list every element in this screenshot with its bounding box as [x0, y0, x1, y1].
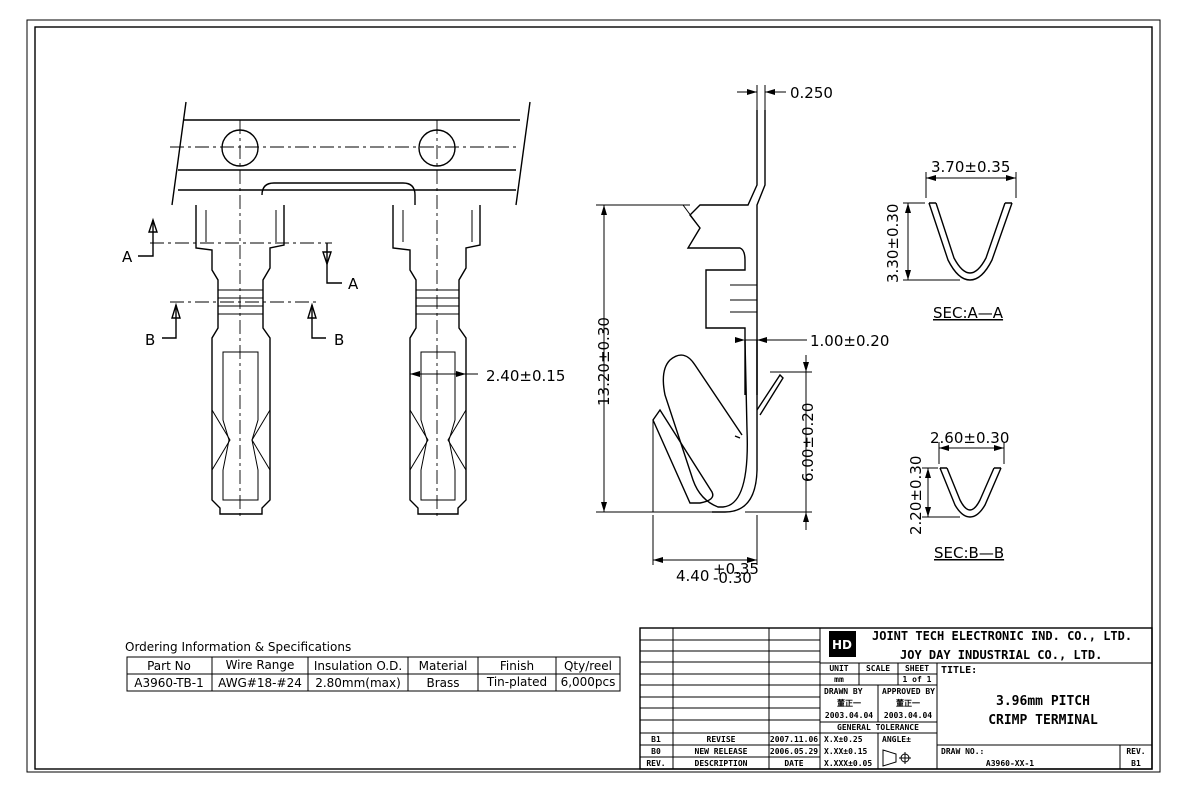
dim-thickness: 0.250: [790, 84, 833, 102]
section-a-mark-left: A: [122, 248, 133, 266]
revision-row-2-rev: B0: [651, 747, 661, 756]
ordering-table: Ordering Information & Specifications Pa…: [125, 640, 621, 692]
ordering-heading: Ordering Information & Specifications: [125, 640, 351, 654]
inner-border: [34, 26, 1153, 770]
sec-bb-label: SEC:B—B: [934, 544, 1004, 562]
approved-by-name: 董正一: [896, 698, 920, 708]
ordering-header-wire-range: Wire Range: [226, 658, 295, 672]
draw-no-label: DRAW NO.:: [941, 747, 984, 756]
dim-base-width: 4.40: [676, 567, 709, 585]
company-name-2: JOY DAY INDUSTRIAL CO., LTD.: [900, 648, 1102, 662]
ordering-cell-material: Brass: [426, 676, 459, 690]
section-bb: 2.60±0.30 2.20±0.30 SEC:B—B: [907, 429, 1009, 562]
revision-row-2-desc: NEW RELEASE: [695, 747, 748, 756]
side-view: 0.250 13.20±0.30 1.00±0.20 6.00±0.20 4.4…: [595, 84, 889, 587]
section-a-mark-right: A: [348, 275, 359, 293]
drawn-by-name: 董正一: [837, 698, 861, 708]
approved-by-label: APPROVED BY: [882, 687, 935, 696]
general-tolerance-label: GENERAL TOLERANCE: [837, 723, 919, 732]
rev-value: B1: [1131, 759, 1141, 768]
projection-symbol-icon: [882, 749, 911, 767]
dim-spring-gap: 1.00±0.20: [810, 332, 889, 350]
dim-base-tol-plus: +0.35: [713, 560, 759, 578]
ordering-cell-part-no: A3960-TB-1: [134, 676, 204, 690]
ordering-header-finish: Finish: [500, 659, 534, 673]
company-logo-text: HD: [832, 638, 852, 652]
unit-label: UNIT: [829, 664, 848, 673]
revision-row-1-date: 2007.11.06: [770, 735, 818, 744]
top-view: A A B B 2.40±0.15: [122, 101, 565, 520]
dim-base-tol-minus: -0.30: [713, 569, 752, 587]
revision-header-rev: REV.: [646, 759, 665, 768]
ordering-cell-wire-range: AWG#18-#24: [218, 676, 302, 690]
ordering-cell-finish: Tin-plated: [486, 675, 547, 689]
title-label: TITLE:: [941, 665, 977, 676]
company-logo: [829, 631, 856, 657]
sheet-value: 1 of 1: [903, 675, 932, 684]
section-aa: 3.70±0.35 3.30±0.30 SEC:A—A: [884, 158, 1017, 322]
scale-label: SCALE: [866, 664, 890, 673]
title-block: HD JOINT TECH ELECTRONIC IND. CO., LTD. …: [639, 627, 1153, 770]
sheet-label: SHEET: [905, 664, 929, 673]
revision-header-date: DATE: [784, 759, 803, 768]
revision-row-1-rev: B1: [651, 735, 661, 744]
dim-sec-aa-width: 3.70±0.35: [931, 158, 1010, 176]
dim-sec-bb-width: 2.60±0.30: [930, 429, 1009, 447]
dim-total-length: 13.20±0.30: [595, 317, 613, 406]
angle-label: ANGLE±: [882, 735, 911, 744]
drawn-by-label: DRAWN BY: [824, 687, 863, 696]
tolerance-2: X.XX±0.15: [824, 747, 868, 756]
revision-row-2-date: 2006.05.29: [770, 747, 818, 756]
title-line-1: 3.96mm PITCH: [996, 694, 1090, 709]
ordering-header-part-no: Part No: [147, 659, 191, 673]
ordering-header-insulation: Insulation O.D.: [314, 659, 402, 673]
dim-sec-bb-height: 2.20±0.30: [907, 456, 925, 535]
terminal-left: [195, 205, 285, 515]
draw-no-value: A3960-XX-1: [986, 759, 1034, 768]
section-b-mark-left: B: [145, 331, 155, 349]
terminal-right: [392, 205, 481, 515]
dim-sec-aa-height: 3.30±0.30: [884, 204, 902, 283]
outer-border: [26, 19, 1161, 773]
revision-header-desc: DESCRIPTION: [695, 759, 748, 768]
company-name-1: JOINT TECH ELECTRONIC IND. CO., LTD.: [872, 629, 1132, 643]
tolerance-3: X.XXX±0.05: [824, 759, 872, 768]
approved-by-date: 2003.04.04: [884, 711, 932, 720]
ordering-header-material: Material: [419, 659, 468, 673]
ordering-header-qty: Qty/reel: [564, 659, 612, 673]
unit-value: mm: [834, 675, 844, 684]
dim-contact-width: 2.40±0.15: [486, 367, 565, 385]
revision-row-1-desc: REVISE: [707, 735, 736, 744]
ordering-cell-insulation: 2.80mm(max): [315, 676, 401, 690]
tolerance-1: X.X±0.25: [824, 735, 863, 744]
sec-aa-label: SEC:A—A: [933, 304, 1004, 322]
rev-label: REV.: [1126, 747, 1145, 756]
dim-contact-length: 6.00±0.20: [799, 403, 817, 482]
title-line-2: CRIMP TERMINAL: [988, 713, 1098, 728]
ordering-cell-qty: 6,000pcs: [561, 675, 616, 689]
section-b-mark-right: B: [334, 331, 344, 349]
drawn-by-date: 2003.04.04: [825, 711, 873, 720]
